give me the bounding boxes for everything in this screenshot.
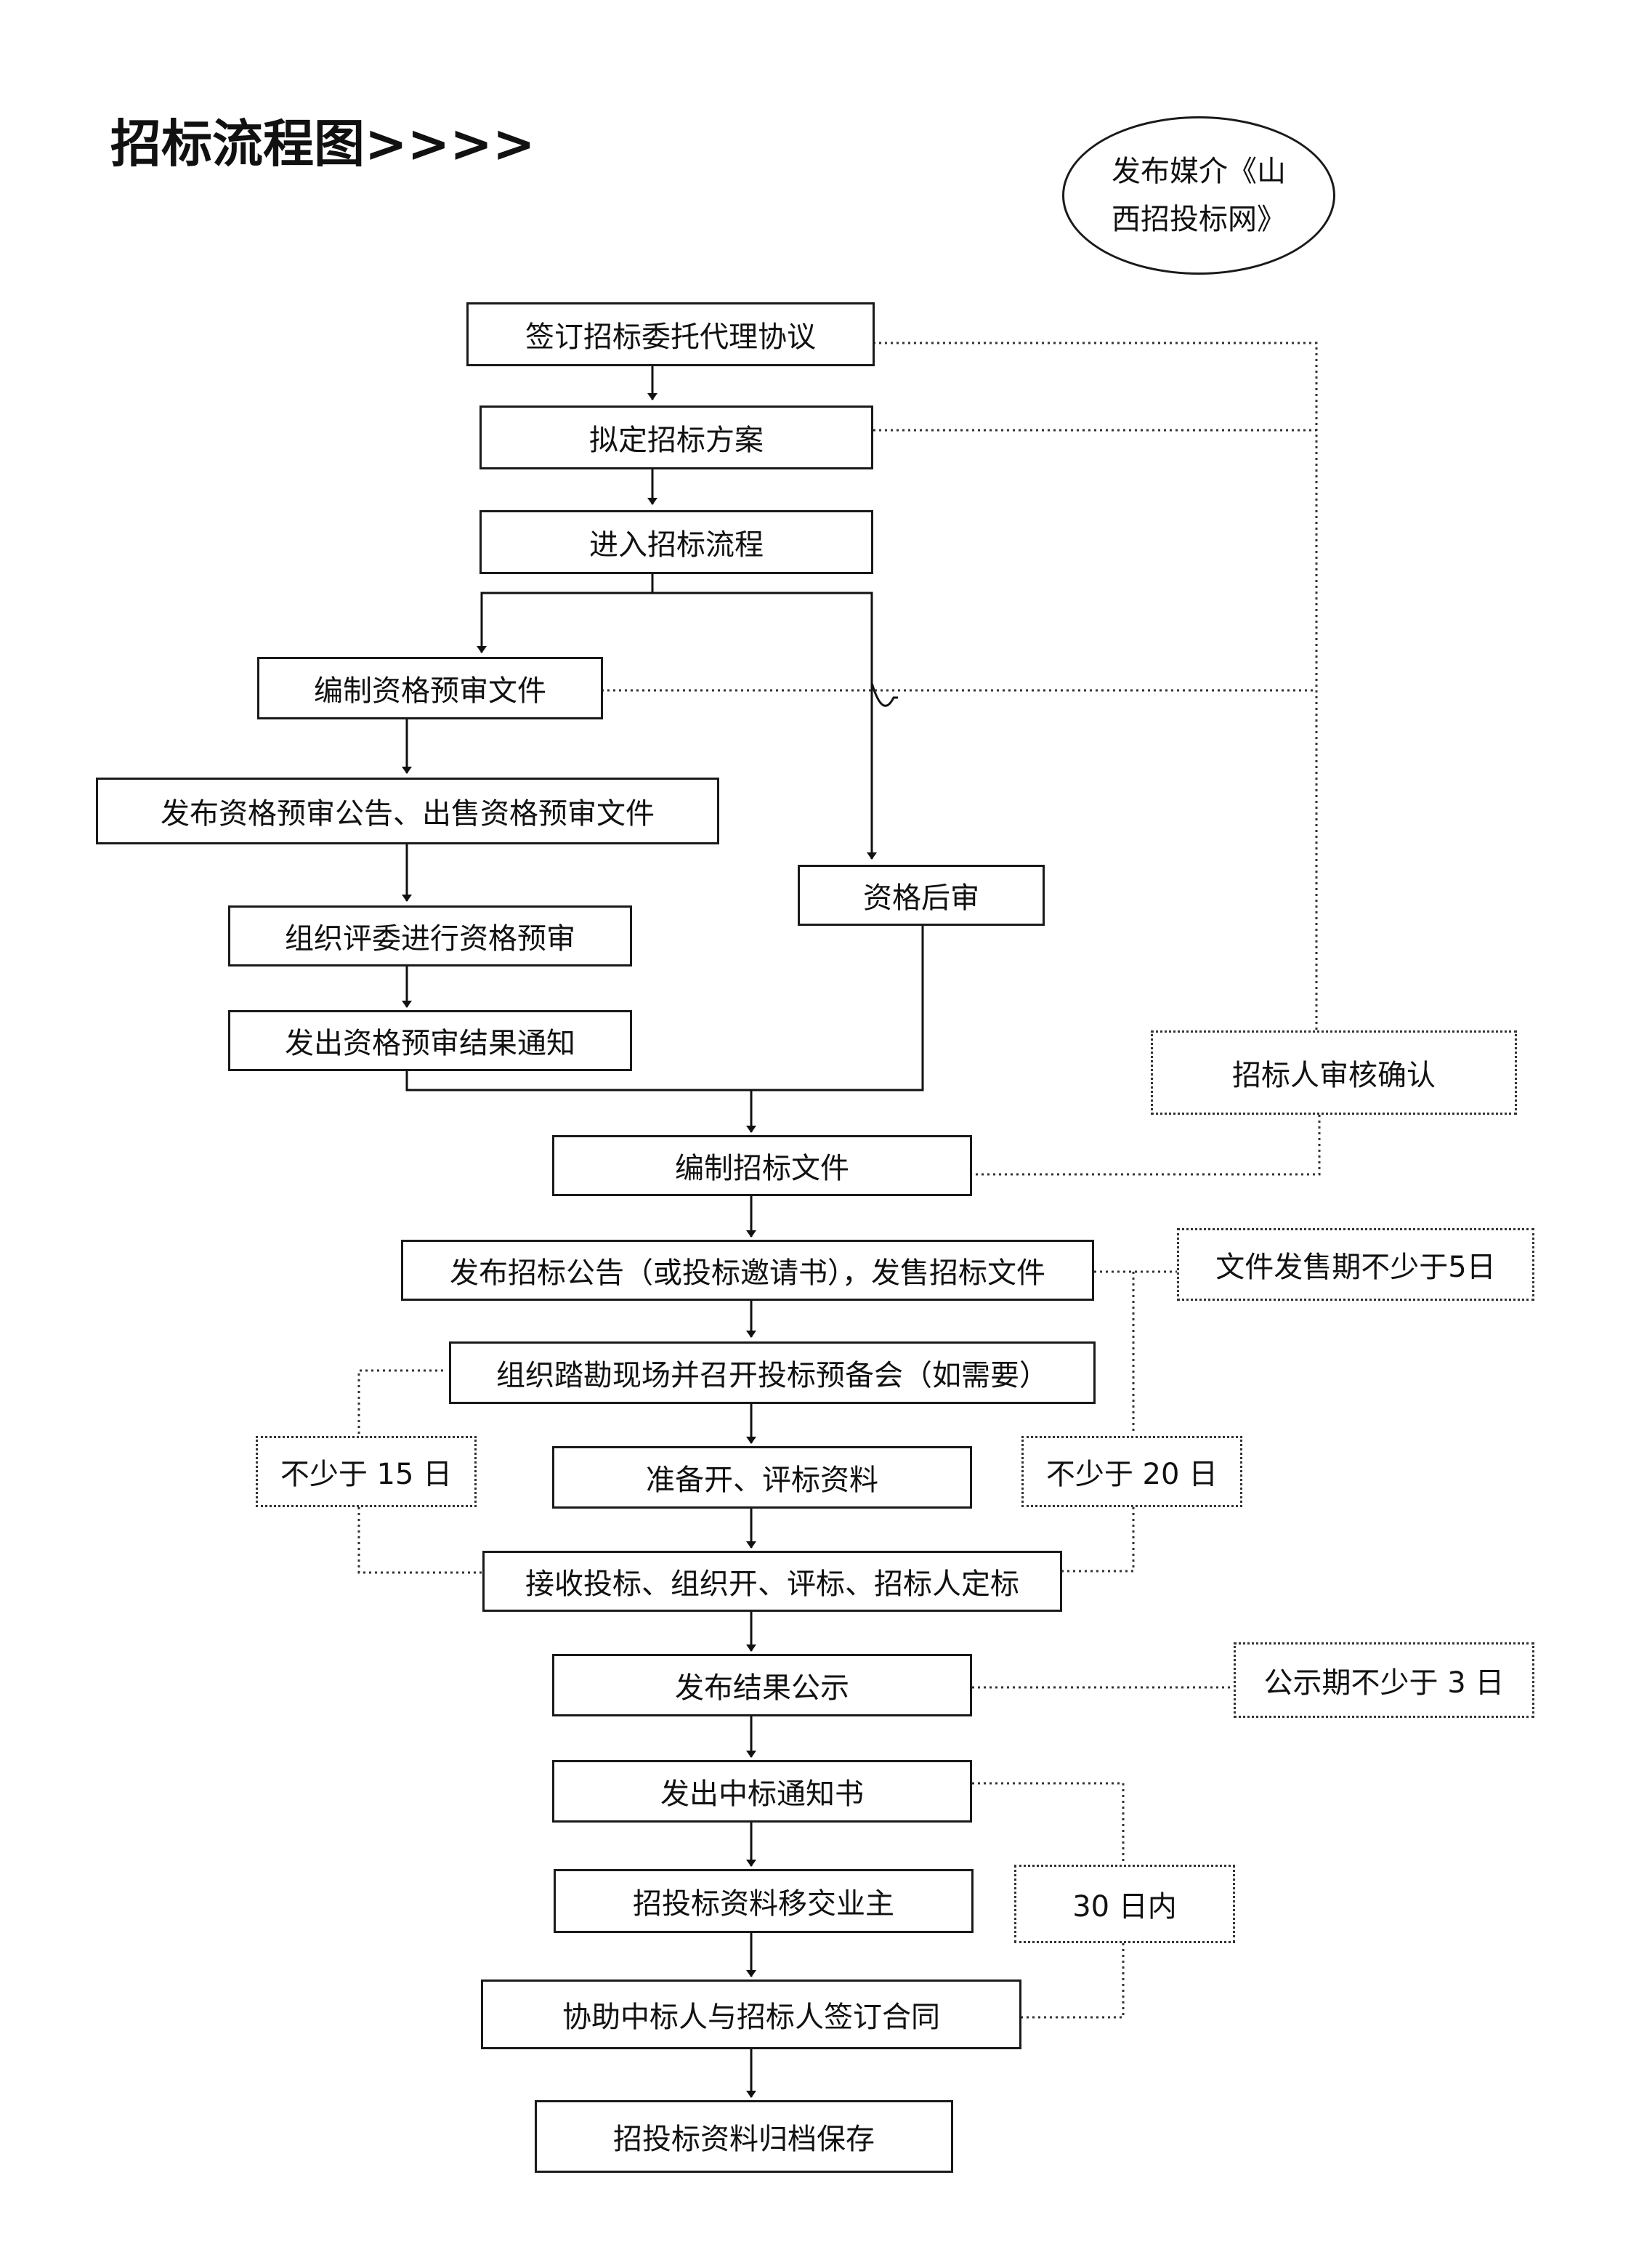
step-organize-prequal: 组织评委进行资格预审	[228, 905, 632, 966]
step-prequal-result: 发出资格预审结果通知	[228, 1010, 632, 1071]
note-min-20-days: 不少于 20 日	[1021, 1436, 1242, 1507]
step-archive: 招投标资料归档保存	[535, 2100, 953, 2173]
step-transfer-owner: 招投标资料移交业主	[554, 1869, 974, 1933]
note-tenderer-confirm: 招标人审核确认	[1151, 1030, 1517, 1115]
step-prequal-docs: 编制资格预审文件	[257, 657, 603, 719]
note-sale-period: 文件发售期不少于5日	[1177, 1228, 1534, 1301]
step-receive-bids: 接收投标、组织开、评标、招标人定标	[482, 1551, 1062, 1612]
note-within-30-days: 30 日内	[1014, 1865, 1235, 1943]
media-oval: 发布媒介《山 西招投标网》	[1062, 116, 1335, 275]
step-draft-plan: 拟定招标方案	[479, 405, 873, 469]
step-sign-agreement: 签订招标委托代理协议	[466, 302, 875, 366]
step-site-visit: 组织踏勘现场并召开投标预备会（如需要）	[449, 1341, 1096, 1404]
note-publicity-period: 公示期不少于 3 日	[1234, 1642, 1534, 1718]
step-publish-result: 发布结果公示	[552, 1654, 972, 1716]
step-tender-docs: 编制招标文件	[552, 1135, 972, 1196]
step-award-notice: 发出中标通知书	[552, 1760, 972, 1823]
step-prepare-materials: 准备开、评标资料	[552, 1446, 972, 1509]
step-post-qual: 资格后审	[798, 865, 1045, 926]
step-assist-contract: 协助中标人与招标人签订合同	[481, 1980, 1021, 2049]
page-title: 招标流程图>>>>	[110, 114, 535, 174]
note-min-15-days: 不少于 15 日	[256, 1436, 477, 1507]
media-line-1: 发布媒介《山	[1112, 155, 1286, 188]
step-enter-process: 进入招标流程	[479, 510, 873, 574]
media-line-2: 西招投标网》	[1112, 203, 1286, 236]
step-publish-tender: 发布招标公告（或投标邀请书），发售招标文件	[401, 1240, 1094, 1301]
step-publish-prequal: 发布资格预审公告、出售资格预审文件	[96, 778, 719, 844]
